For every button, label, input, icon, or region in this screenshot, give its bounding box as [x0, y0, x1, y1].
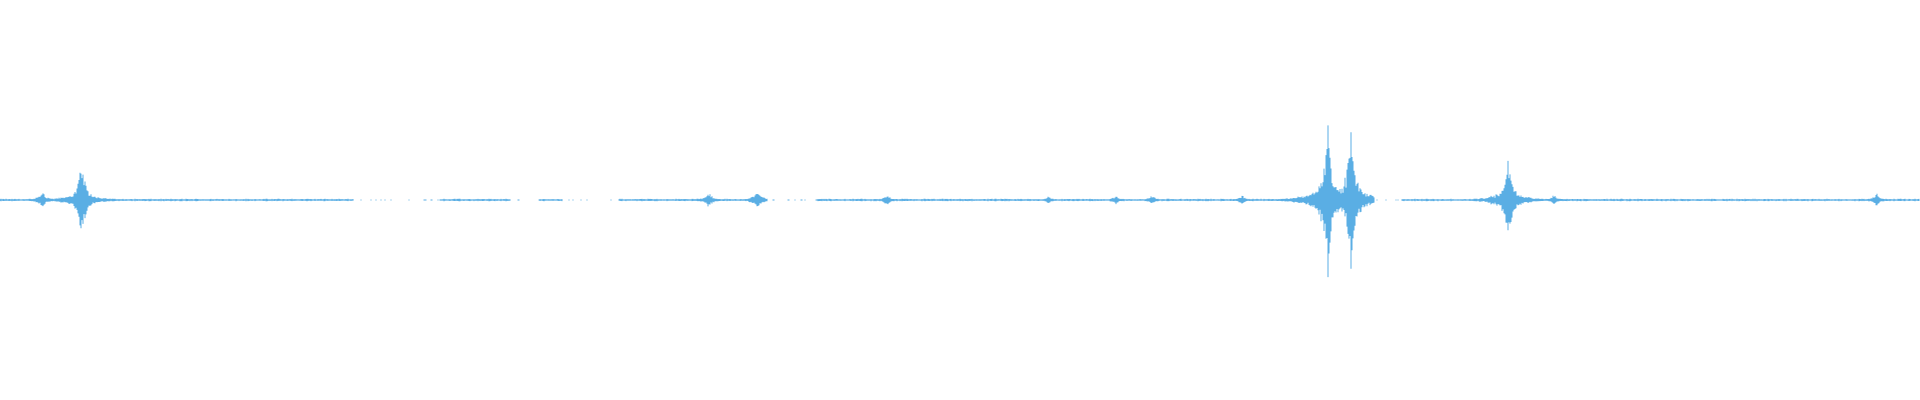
waveform-trace — [0, 125, 1920, 278]
